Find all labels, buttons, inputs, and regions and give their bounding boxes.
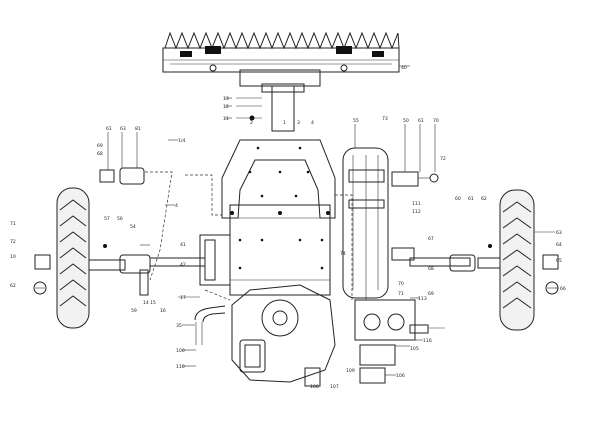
callout-label: 35 xyxy=(176,323,182,329)
callout-label: 61 xyxy=(106,126,112,132)
left-chain-drive xyxy=(84,167,206,296)
callout-label: 112 xyxy=(412,209,421,215)
callout-label: 108 xyxy=(310,384,319,390)
callout-label: 68 xyxy=(97,151,103,157)
belt-drive-assembly xyxy=(304,147,445,387)
callout-label: 68 xyxy=(428,266,434,272)
callout-label: 109 xyxy=(346,368,355,374)
callout-label: 11 xyxy=(223,116,229,122)
callout-label: 50 xyxy=(403,118,409,124)
callout-label: 63 xyxy=(556,230,562,236)
callout-label: 14 xyxy=(143,300,149,306)
callout-label: 63 xyxy=(120,126,126,132)
callout-label: 70 xyxy=(433,118,439,124)
callout-label: 55 xyxy=(353,118,359,124)
callout-label: 106 xyxy=(396,373,405,379)
callout-label: 69 xyxy=(428,291,434,297)
callout-label: 54 xyxy=(130,224,136,230)
callout-label: 74 xyxy=(340,251,346,257)
callout-label: 72 xyxy=(440,156,446,162)
callout-label: 12 xyxy=(223,104,229,110)
gearbox-housing xyxy=(194,284,336,383)
callout-label: 69 xyxy=(97,143,103,149)
leader-lines xyxy=(107,97,558,376)
callout-label: 40 xyxy=(401,65,407,71)
cutter-teeth xyxy=(164,31,400,50)
callout-label: 100 xyxy=(176,348,185,354)
callout-label: 62 xyxy=(10,283,16,289)
callout-label: 4 xyxy=(175,203,178,209)
callout-label: 16 xyxy=(160,308,166,314)
callout-label: 4 xyxy=(311,120,314,126)
callout-label: 59 xyxy=(131,308,137,314)
callout-label: 71 xyxy=(10,221,16,227)
callout-label: 13 xyxy=(223,96,229,102)
dashed-links xyxy=(185,174,353,301)
callout-label: 64 xyxy=(556,242,562,248)
right-axle xyxy=(409,244,509,272)
callout-label: 116 xyxy=(423,338,432,344)
callout-label: 61 xyxy=(468,196,474,202)
callout-label: 73 xyxy=(382,116,388,122)
callout-label: 110 xyxy=(176,364,185,370)
callout-label: 2 xyxy=(250,120,253,126)
callout-label: 1/4 xyxy=(178,138,185,144)
main-frame xyxy=(199,139,336,296)
callout-label: 56 xyxy=(117,216,123,222)
right-wheel xyxy=(499,189,559,331)
callout-label: 17 xyxy=(180,295,186,301)
callout-label: 65 xyxy=(556,258,562,264)
callout-label: 57 xyxy=(104,216,110,222)
callout-label: 105 xyxy=(410,346,419,352)
callout-label: 62 xyxy=(481,196,487,202)
callout-label: 113 xyxy=(418,296,427,302)
callout-label: 67 xyxy=(428,236,434,242)
callout-label: 107 xyxy=(330,384,339,390)
callout-label: 66 xyxy=(560,286,566,292)
callout-label: 61 xyxy=(418,118,424,124)
callout-label: 70 xyxy=(398,281,404,287)
cutter-bar xyxy=(162,31,410,87)
callout-label: 3 xyxy=(297,120,300,126)
callout-label: 71 xyxy=(398,291,404,297)
callout-label: 10 xyxy=(10,254,16,260)
callout-label: 111 xyxy=(412,201,421,207)
callout-labels: 40 13 12 11 1/4 1 3 4 2 55 50 61 70 61 6… xyxy=(10,65,566,390)
callout-label: 1 xyxy=(283,120,286,126)
left-wheel xyxy=(33,187,90,329)
callout-label: 60 xyxy=(455,196,461,202)
callout-label: 41 xyxy=(180,242,186,248)
callout-label: 15 xyxy=(150,300,156,306)
callout-label: 42 xyxy=(180,262,186,268)
callout-label: 72 xyxy=(10,239,16,245)
drive-column xyxy=(236,83,305,132)
callout-label: 81 xyxy=(135,126,141,132)
